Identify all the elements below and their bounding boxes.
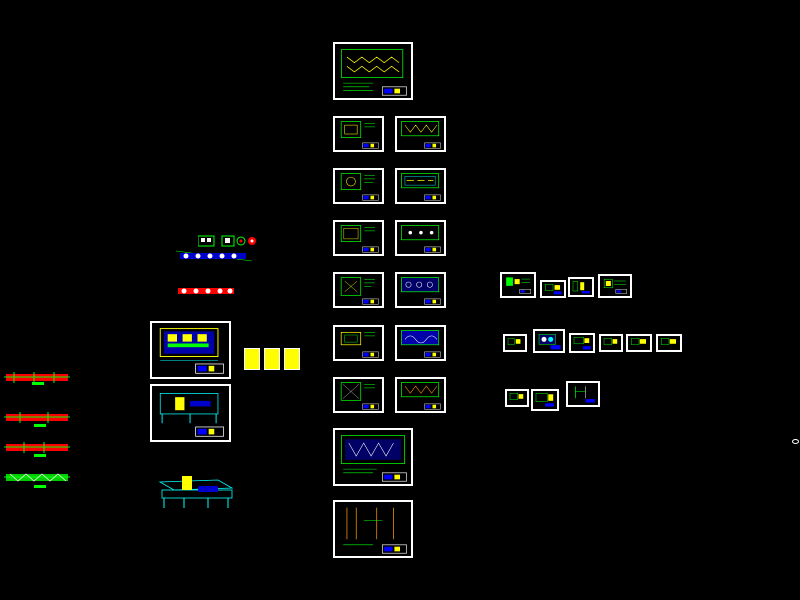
sheet-right-b4[interactable] (599, 334, 623, 352)
sheet-main-07[interactable] (395, 220, 446, 256)
sheet-main-02[interactable] (333, 116, 384, 152)
sheet-main-05[interactable] (395, 168, 446, 204)
sheet-right-c1-graphic (509, 393, 524, 400)
sheet-main-15-graphic (343, 507, 407, 554)
sheet-main-08[interactable] (333, 272, 384, 308)
sheet-right-a4-graphic (603, 279, 627, 294)
sheet-left-plan-graphic (159, 328, 224, 374)
detail-strip-b (176, 282, 236, 294)
sheet-right-a1[interactable] (500, 272, 536, 298)
detail-strip-a (175, 248, 253, 262)
sheet-right-b1[interactable] (503, 334, 527, 352)
sheet-right-a3[interactable] (568, 277, 594, 297)
sheet-right-a2-graphic (544, 284, 562, 295)
beam-strip-4 (4, 470, 70, 490)
beam-strip-2-tag (34, 424, 46, 427)
sheet-right-b2-graphic (538, 334, 561, 350)
beam-strip-1-graphic (4, 372, 70, 383)
sheet-main-08-graphic (340, 277, 379, 305)
detail-strip-b-graphic (178, 288, 234, 294)
yellow-block-1 (244, 348, 260, 370)
sheet-right-c1[interactable] (505, 389, 529, 407)
yellow-block-3 (284, 348, 300, 370)
beam-strip-2 (4, 410, 70, 427)
sheet-main-04[interactable] (333, 168, 384, 204)
ucs-marker (792, 439, 799, 444)
sheet-main-11-graphic (401, 330, 441, 358)
sheet-right-b5[interactable] (626, 334, 652, 352)
sheet-right-b3[interactable] (569, 333, 595, 353)
sheet-right-c2[interactable] (531, 389, 559, 411)
detail-strip-a-graphic (175, 250, 253, 262)
beam-strip-3 (4, 440, 70, 457)
sheet-main-10-graphic (340, 331, 379, 358)
sheet-main-04-graphic (340, 173, 379, 201)
detail-icons-graphic (197, 235, 256, 247)
sheet-main-09[interactable] (395, 272, 446, 308)
sheet-main-11[interactable] (395, 325, 446, 361)
sheet-main-03-graphic (401, 121, 441, 149)
yellow-block-2 (264, 348, 280, 370)
sheet-main-09-graphic (401, 277, 441, 305)
sheet-right-b5-graphic (630, 338, 646, 345)
beam-strip-3-graphic (4, 442, 70, 453)
sheet-main-14-graphic (340, 435, 407, 482)
sheet-main-01-graphic (340, 49, 407, 96)
isometric-view-graphic (158, 476, 234, 508)
sheet-right-b6[interactable] (656, 334, 682, 352)
sheet-main-05-graphic (401, 173, 441, 201)
sheet-right-a1-graphic (506, 277, 531, 294)
sheet-right-a3-graphic (572, 281, 590, 294)
sheet-right-c3-graphic (575, 386, 595, 403)
sheet-right-b4-graphic (603, 338, 618, 345)
sheet-right-b3-graphic (573, 337, 591, 350)
sheet-main-12[interactable] (333, 377, 384, 413)
sheet-main-02-graphic (340, 121, 379, 149)
sheet-main-07-graphic (401, 225, 441, 253)
sheet-left-plan[interactable] (150, 321, 231, 379)
sheet-main-06-graphic (340, 225, 379, 253)
sheet-main-12-graphic (340, 382, 379, 410)
sheet-right-b1-graphic (507, 338, 521, 345)
sheet-left-elevation[interactable] (150, 384, 231, 442)
sheet-left-elevation-graphic (159, 393, 224, 437)
isometric-view[interactable] (158, 472, 234, 510)
sheet-main-10[interactable] (333, 325, 384, 361)
sheet-right-b2[interactable] (533, 329, 565, 353)
beam-strip-1 (4, 370, 70, 385)
sheet-main-01[interactable] (333, 42, 413, 100)
beam-strip-3-tag (34, 454, 46, 457)
sheet-right-c2-graphic (535, 393, 554, 407)
sheet-right-a4[interactable] (598, 274, 632, 298)
sheet-main-15[interactable] (333, 500, 413, 558)
beam-strip-4-tag (34, 485, 46, 488)
beam-strip-1-tag (32, 382, 44, 385)
sheet-right-b6-graphic (660, 338, 676, 345)
sheet-main-03[interactable] (395, 116, 446, 152)
sheet-right-c3[interactable] (566, 381, 600, 407)
sheet-main-13-graphic (401, 382, 441, 410)
sheet-main-14[interactable] (333, 428, 413, 486)
sheet-right-a2[interactable] (540, 280, 566, 298)
sheet-main-06[interactable] (333, 220, 384, 256)
beam-strip-4-graphic (4, 473, 70, 482)
beam-strip-2-graphic (4, 412, 70, 423)
detail-icons-row (197, 232, 260, 247)
yellow-block-group (244, 348, 300, 370)
sheet-main-13[interactable] (395, 377, 446, 413)
